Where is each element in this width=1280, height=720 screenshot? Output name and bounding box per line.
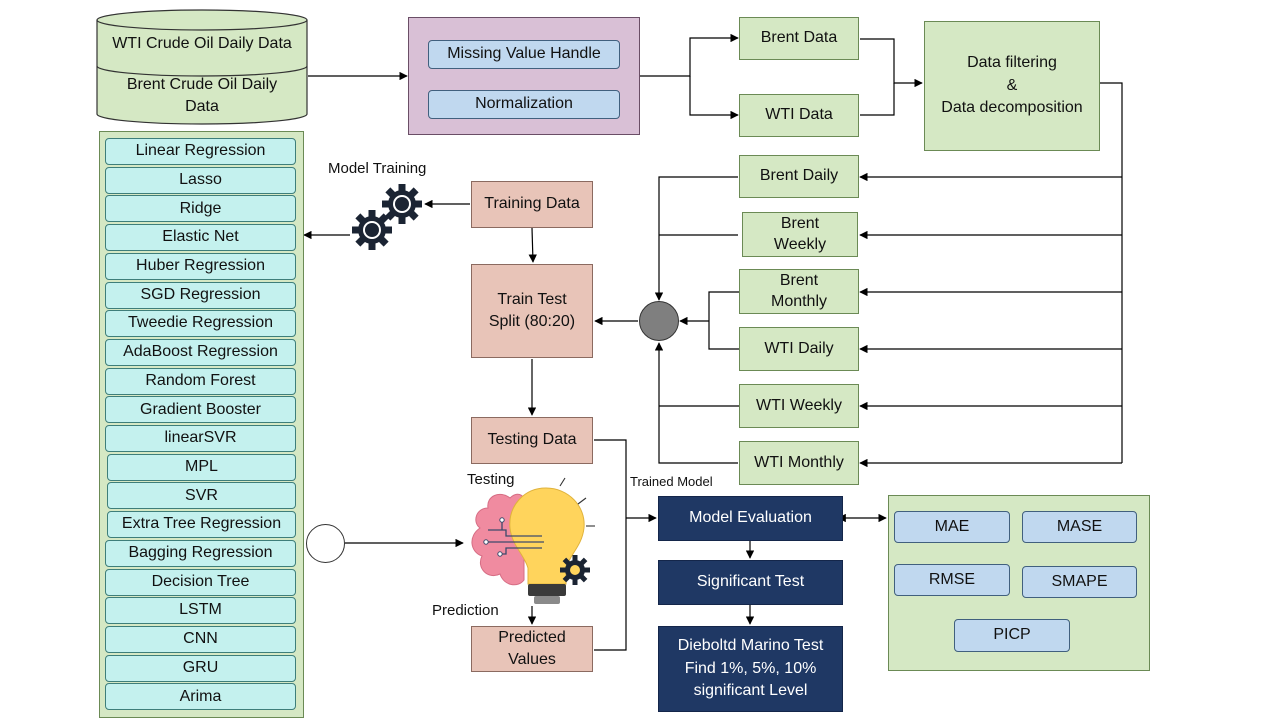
model-item: Huber Regression	[105, 252, 296, 280]
brent-data-box: Brent Data	[739, 17, 859, 60]
normalization: Normalization	[428, 90, 620, 119]
train-test-split-box: Train Test Split (80:20)	[471, 264, 593, 358]
model-item: SGD Regression	[105, 281, 296, 309]
metric-smape: SMAPE	[1022, 566, 1137, 598]
training-data-box: Training Data	[471, 181, 593, 228]
metric-rmse: RMSE	[894, 564, 1010, 596]
model-item: Bagging Regression	[105, 539, 296, 567]
testing-label: Testing	[467, 471, 515, 488]
model-item: AdaBoost Regression	[105, 338, 296, 366]
predicted-values-box: Predicted Values	[471, 626, 593, 672]
metric-picp: PICP	[954, 619, 1070, 652]
series-brent-weekly: Brent Weekly	[742, 212, 858, 257]
wti-data-box: WTI Data	[739, 94, 859, 137]
model-item: MPL	[107, 453, 296, 481]
merge-hub-node	[639, 301, 679, 341]
series-wti-monthly: WTI Monthly	[739, 441, 859, 485]
brain-bulb-icon	[471, 477, 595, 604]
significant-test-box: Significant Test	[658, 560, 843, 605]
series-wti-daily: WTI Daily	[739, 327, 859, 371]
model-item: GRU	[105, 654, 296, 682]
series-brent-daily: Brent Daily	[739, 155, 859, 198]
model-training-label: Model Training	[328, 160, 427, 177]
model-item: Extra Tree Regression	[107, 511, 296, 539]
model-item: Tweedie Regression	[105, 310, 296, 338]
model-item: Arima	[105, 683, 296, 711]
metric-mae: MAE	[894, 511, 1010, 543]
diebold-mariano-test-box: Dieboltd Marino Test Find 1%, 5%, 10% si…	[658, 626, 843, 712]
metric-mase: MASE	[1022, 511, 1137, 543]
prediction-label: Prediction	[432, 602, 499, 619]
model-item: Random Forest	[105, 367, 296, 395]
trained-model-label: Trained Model	[630, 474, 713, 489]
gears-icon	[352, 184, 422, 250]
data-filtering-decomposition-box: Data filtering & Data decomposition	[924, 21, 1100, 151]
model-item: Linear Regression	[105, 138, 296, 165]
series-wti-weekly: WTI Weekly	[739, 384, 859, 428]
model-item: Gradient Booster	[105, 396, 296, 424]
model-item: Elastic Net	[105, 224, 296, 252]
missing-value-handle: Missing Value Handle	[428, 40, 620, 69]
model-item: CNN	[105, 625, 296, 653]
model-item: LSTM	[105, 597, 296, 625]
model-item: Lasso	[105, 166, 296, 194]
wti-source-label: WTI Crude Oil Daily Data	[112, 34, 292, 52]
model-item: Decision Tree	[105, 568, 296, 596]
model-item: SVR	[107, 482, 296, 510]
model-evaluation-box: Model Evaluation	[658, 496, 843, 541]
testing-data-box: Testing Data	[471, 417, 593, 464]
empty-circle-node	[306, 524, 345, 563]
model-item: linearSVR	[105, 425, 296, 452]
data-source-cylinder-icon	[96, 9, 308, 125]
series-brent-monthly: Brent Monthly	[739, 269, 859, 314]
model-item: Ridge	[105, 195, 296, 223]
brent-source-label: Brent Crude Oil Daily Data	[126, 75, 278, 115]
small-gear-icon	[560, 555, 590, 585]
